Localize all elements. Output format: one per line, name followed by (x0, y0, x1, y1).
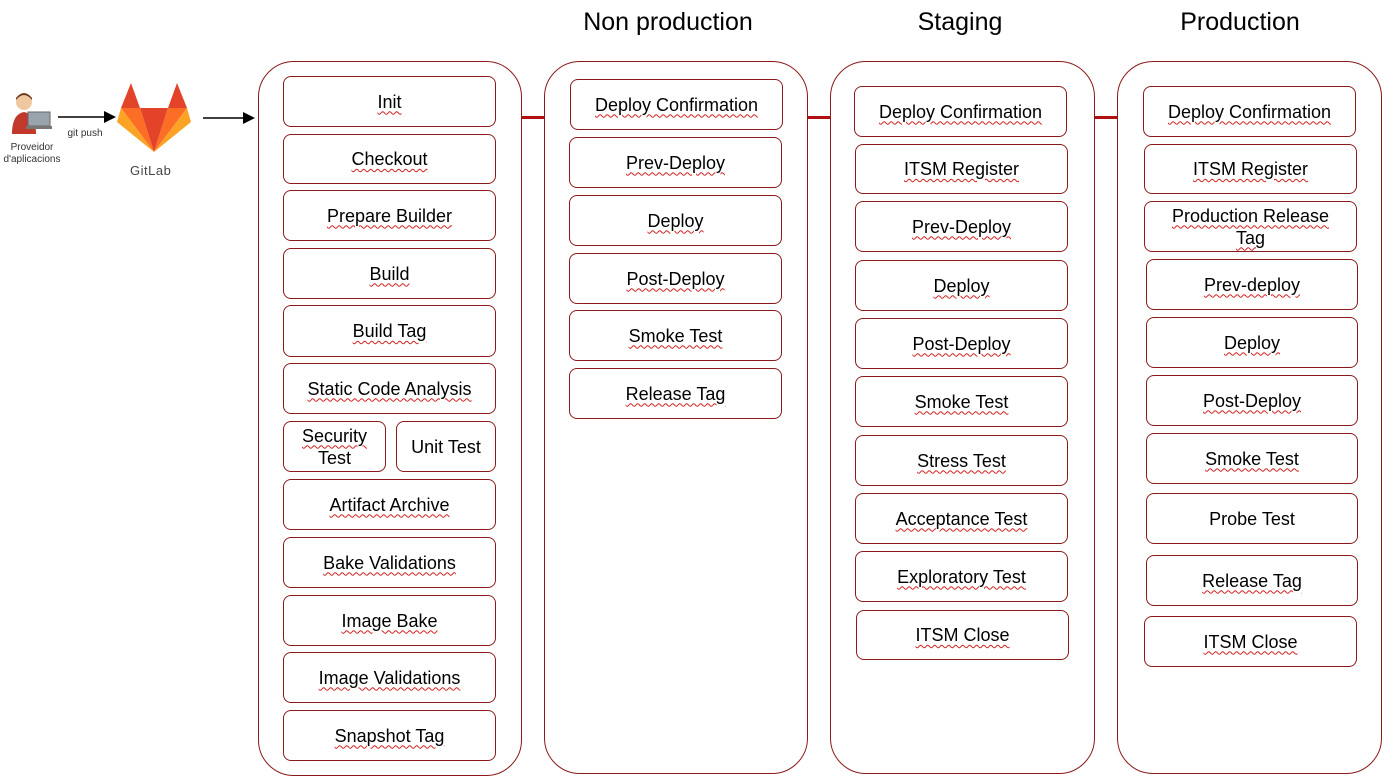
np-deploy-confirmation-label: Deploy Confirmation (594, 94, 759, 115)
gitlab-label: GitLab (130, 163, 172, 178)
prod-probe-test[interactable]: Probe Test (1146, 493, 1358, 544)
developer-user-icon (8, 90, 54, 138)
stg-deploy[interactable]: Deploy (855, 260, 1068, 311)
prod-production-release-tag-line2: Tag (1235, 227, 1266, 248)
connector-staging-production (1093, 116, 1118, 119)
step-bake-validations[interactable]: Bake Validations (283, 537, 496, 588)
np-deploy-label: Deploy (647, 210, 704, 231)
np-post-deploy-label: Post-Deploy (626, 268, 725, 289)
stg-post-deploy[interactable]: Post-Deploy (855, 318, 1068, 369)
prod-release-tag-label: Release Tag (1202, 570, 1302, 591)
np-release-tag[interactable]: Release Tag (569, 368, 782, 419)
step-image-bake-label: Image Bake (341, 610, 438, 631)
step-unit-test-label: Unit Test (411, 436, 481, 457)
step-artifact-archive-label: Artifact Archive (329, 494, 450, 515)
prod-post-deploy-label: Post-Deploy (1202, 390, 1302, 411)
prod-post-deploy[interactable]: Post-Deploy (1146, 375, 1358, 426)
prod-production-release-tag-line1: Production Release (1171, 205, 1330, 226)
step-snapshot-tag-label: Snapshot Tag (334, 725, 445, 746)
stg-deploy-confirmation[interactable]: Deploy Confirmation (854, 86, 1067, 137)
prod-deploy-confirmation[interactable]: Deploy Confirmation (1143, 86, 1356, 137)
step-bake-validations-label: Bake Validations (323, 552, 456, 573)
stg-smoke-test[interactable]: Smoke Test (855, 376, 1068, 427)
prod-probe-test-label: Probe Test (1209, 508, 1295, 529)
np-post-deploy[interactable]: Post-Deploy (569, 253, 782, 304)
step-checkout[interactable]: Checkout (283, 134, 496, 184)
step-security-test-line1: Security (301, 425, 368, 446)
stg-deploy-confirmation-label: Deploy Confirmation (878, 101, 1043, 122)
step-static-code-analysis-label: Static Code Analysis (307, 378, 472, 399)
step-security-test-line2: Test (317, 447, 351, 468)
prod-itsm-register[interactable]: ITSM Register (1144, 144, 1357, 194)
developer-label-line1: Proveidor (10, 142, 54, 153)
np-smoke-test-label: Smoke Test (628, 325, 723, 346)
stg-post-deploy-label: Post-Deploy (912, 333, 1011, 354)
stg-acceptance-test-label: Acceptance Test (895, 508, 1028, 529)
step-image-validations-label: Image Validations (318, 667, 461, 688)
stg-exploratory-test-label: Exploratory Test (897, 566, 1026, 587)
stg-itsm-close[interactable]: ITSM Close (856, 610, 1069, 660)
git-push-arrow (58, 111, 116, 123)
stg-itsm-register-label: ITSM Register (903, 159, 1020, 179)
stage-title-non-production: Non production (583, 8, 753, 36)
stg-smoke-test-label: Smoke Test (914, 391, 1009, 412)
np-prev-deploy[interactable]: Prev-Deploy (569, 137, 782, 188)
step-artifact-archive[interactable]: Artifact Archive (283, 479, 496, 530)
gitlab-logo-icon (116, 82, 192, 154)
step-prepare-builder[interactable]: Prepare Builder (283, 190, 496, 241)
connector-build-nonprod (521, 116, 546, 119)
step-build-tag[interactable]: Build Tag (283, 305, 496, 357)
step-init-label: Init (377, 91, 402, 112)
prod-prev-deploy-label: Prev-deploy (1203, 274, 1301, 295)
stage-title-production: Production (1180, 8, 1300, 36)
np-prev-deploy-label: Prev-Deploy (625, 152, 726, 173)
prod-smoke-test[interactable]: Smoke Test (1146, 433, 1358, 484)
developer-label: Proveidor d'aplicacions (0, 142, 64, 166)
prod-release-tag[interactable]: Release Tag (1146, 555, 1358, 606)
prod-itsm-close[interactable]: ITSM Close (1144, 616, 1357, 667)
stg-deploy-label: Deploy (933, 275, 990, 296)
step-image-bake[interactable]: Image Bake (283, 595, 496, 646)
prod-deploy-confirmation-label: Deploy Confirmation (1167, 101, 1332, 122)
prod-smoke-test-label: Smoke Test (1205, 448, 1299, 469)
gitlab-to-build-arrow (203, 112, 255, 124)
step-init[interactable]: Init (283, 76, 496, 127)
stg-prev-deploy[interactable]: Prev-Deploy (855, 201, 1068, 252)
prod-production-release-tag[interactable]: Production Release Tag (1144, 201, 1357, 252)
stg-exploratory-test[interactable]: Exploratory Test (855, 551, 1068, 602)
step-build[interactable]: Build (283, 248, 496, 299)
prod-itsm-close-label: ITSM Close (1203, 631, 1298, 652)
prod-deploy-label: Deploy (1223, 332, 1281, 353)
step-static-code-analysis[interactable]: Static Code Analysis (283, 363, 496, 414)
step-build-label: Build (369, 263, 410, 284)
step-prepare-builder-label: Prepare Builder (326, 205, 453, 226)
stg-prev-deploy-label: Prev-Deploy (911, 216, 1012, 237)
git-push-label: git push (67, 128, 103, 139)
step-snapshot-tag[interactable]: Snapshot Tag (283, 710, 496, 761)
prod-deploy[interactable]: Deploy (1146, 317, 1358, 368)
prod-itsm-register-label: ITSM Register (1192, 159, 1309, 179)
developer-label-line2: d'aplicacions (3, 154, 61, 165)
stage-title-staging: Staging (917, 8, 1003, 36)
stg-stress-test-label: Stress Test (917, 450, 1006, 471)
connector-nonprod-staging (807, 116, 832, 119)
step-build-tag-label: Build Tag (352, 321, 427, 341)
step-image-validations[interactable]: Image Validations (283, 652, 496, 703)
np-deploy-confirmation[interactable]: Deploy Confirmation (570, 79, 783, 130)
np-release-tag-label: Release Tag (625, 383, 726, 404)
stg-stress-test[interactable]: Stress Test (855, 435, 1068, 486)
prod-prev-deploy[interactable]: Prev-deploy (1146, 259, 1358, 310)
np-deploy[interactable]: Deploy (569, 195, 782, 246)
stg-itsm-register[interactable]: ITSM Register (855, 144, 1068, 194)
stg-acceptance-test[interactable]: Acceptance Test (855, 493, 1068, 544)
step-security-test[interactable]: Security Test (283, 421, 386, 472)
np-smoke-test[interactable]: Smoke Test (569, 310, 782, 361)
step-unit-test[interactable]: Unit Test (396, 421, 496, 472)
step-checkout-label: Checkout (351, 149, 428, 169)
stg-itsm-close-label: ITSM Close (915, 625, 1010, 645)
